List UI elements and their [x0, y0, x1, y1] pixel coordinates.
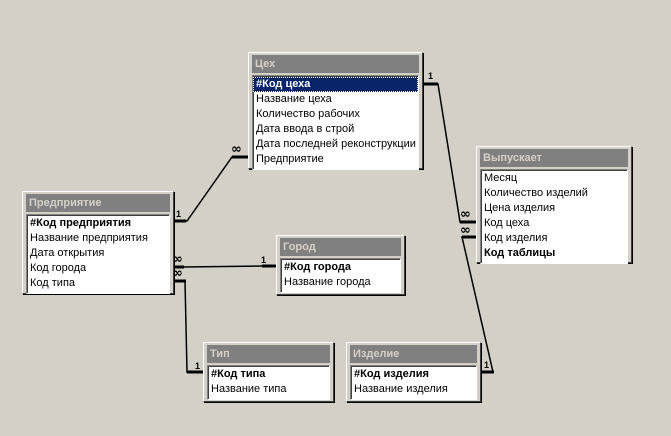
field-item[interactable]: Название предприятия — [30, 232, 148, 244]
table-window-predpriyatie[interactable]: Предприятие #Код предприятия Название пр… — [22, 191, 174, 294]
field-list[interactable]: #Код города Название города — [280, 258, 401, 293]
field-list[interactable]: #Код цеха Название цеха Количество рабоч… — [252, 75, 419, 170]
table-window-vypuskaet[interactable]: Выпускает Месяц Количество изделий Цена … — [476, 146, 632, 264]
field-item[interactable]: #Код типа — [211, 368, 266, 380]
field-item[interactable]: Месяц — [484, 172, 518, 184]
field-item[interactable]: Код цеха — [484, 217, 530, 229]
cardinality-one-label: 1 — [261, 255, 267, 265]
table-window-tseh[interactable]: Цех #Код цеха Название цеха Количество р… — [248, 52, 423, 170]
cardinality-one-label: 1 — [195, 361, 201, 371]
field-item[interactable]: Код изделия — [484, 232, 548, 244]
field-item[interactable]: Название города — [284, 276, 371, 288]
relationship-line-tseh-vypuskaet — [420, 83, 478, 223]
table-window-tip[interactable]: Тип #Код типа Название типа — [203, 342, 334, 402]
cardinality-many-label: ∞ — [460, 223, 471, 238]
field-item[interactable]: #Код изделия — [354, 368, 429, 380]
field-item[interactable]: Код города — [30, 262, 87, 274]
field-item[interactable]: Цена изделия — [484, 202, 556, 214]
cardinality-one-label: 1 — [176, 209, 182, 219]
cardinality-one-label: 1 — [428, 71, 434, 81]
field-item[interactable]: Название изделия — [354, 383, 448, 395]
table-title-bar[interactable]: Цех — [252, 55, 419, 73]
relationship-line-predpriyatie-tseh — [172, 156, 248, 222]
table-title-bar[interactable]: Выпускает — [480, 149, 628, 167]
field-item[interactable]: Код типа — [30, 277, 76, 289]
field-item[interactable]: #Код цеха — [253, 77, 418, 92]
field-list[interactable]: #Код предприятия Название предприятия Да… — [26, 214, 170, 294]
field-item[interactable]: Код таблицы — [484, 247, 556, 259]
field-item[interactable]: Название цеха — [256, 93, 332, 105]
table-title-bar[interactable]: Город — [280, 238, 401, 256]
cardinality-many-label: ∞ — [231, 142, 242, 157]
field-list[interactable]: Месяц Количество изделий Цена изделия Ко… — [480, 169, 628, 264]
field-item[interactable]: Предприятие — [256, 153, 324, 165]
table-title-bar[interactable]: Предприятие — [26, 194, 170, 212]
field-item[interactable]: Количество рабочих — [256, 108, 360, 120]
field-item[interactable]: #Код города — [284, 261, 351, 273]
field-item[interactable]: Количество изделий — [484, 187, 588, 199]
field-list[interactable]: #Код изделия Название изделия — [350, 365, 477, 400]
cardinality-many-label: ∞ — [172, 252, 183, 267]
field-item[interactable]: Дата ввода в строй — [256, 123, 355, 135]
field-item[interactable]: Дата последней реконструкции — [256, 138, 416, 150]
cardinality-one-label: 1 — [484, 360, 490, 370]
relationship-line-tip-predpriyatie — [172, 280, 205, 373]
table-window-gorod[interactable]: Город #Код города Название города — [276, 235, 405, 295]
cardinality-many-label: ∞ — [460, 207, 471, 222]
field-item[interactable]: #Код предприятия — [30, 217, 132, 229]
cardinality-many-label: ∞ — [172, 266, 183, 281]
table-window-izdelie[interactable]: Изделие #Код изделия Название изделия — [346, 342, 481, 402]
field-item[interactable]: Название типа — [211, 383, 287, 395]
table-title-bar[interactable]: Тип — [207, 345, 330, 363]
field-list[interactable]: #Код типа Название типа — [207, 365, 330, 400]
table-title-bar[interactable]: Изделие — [350, 345, 477, 363]
field-item[interactable]: Дата открытия — [30, 247, 105, 259]
